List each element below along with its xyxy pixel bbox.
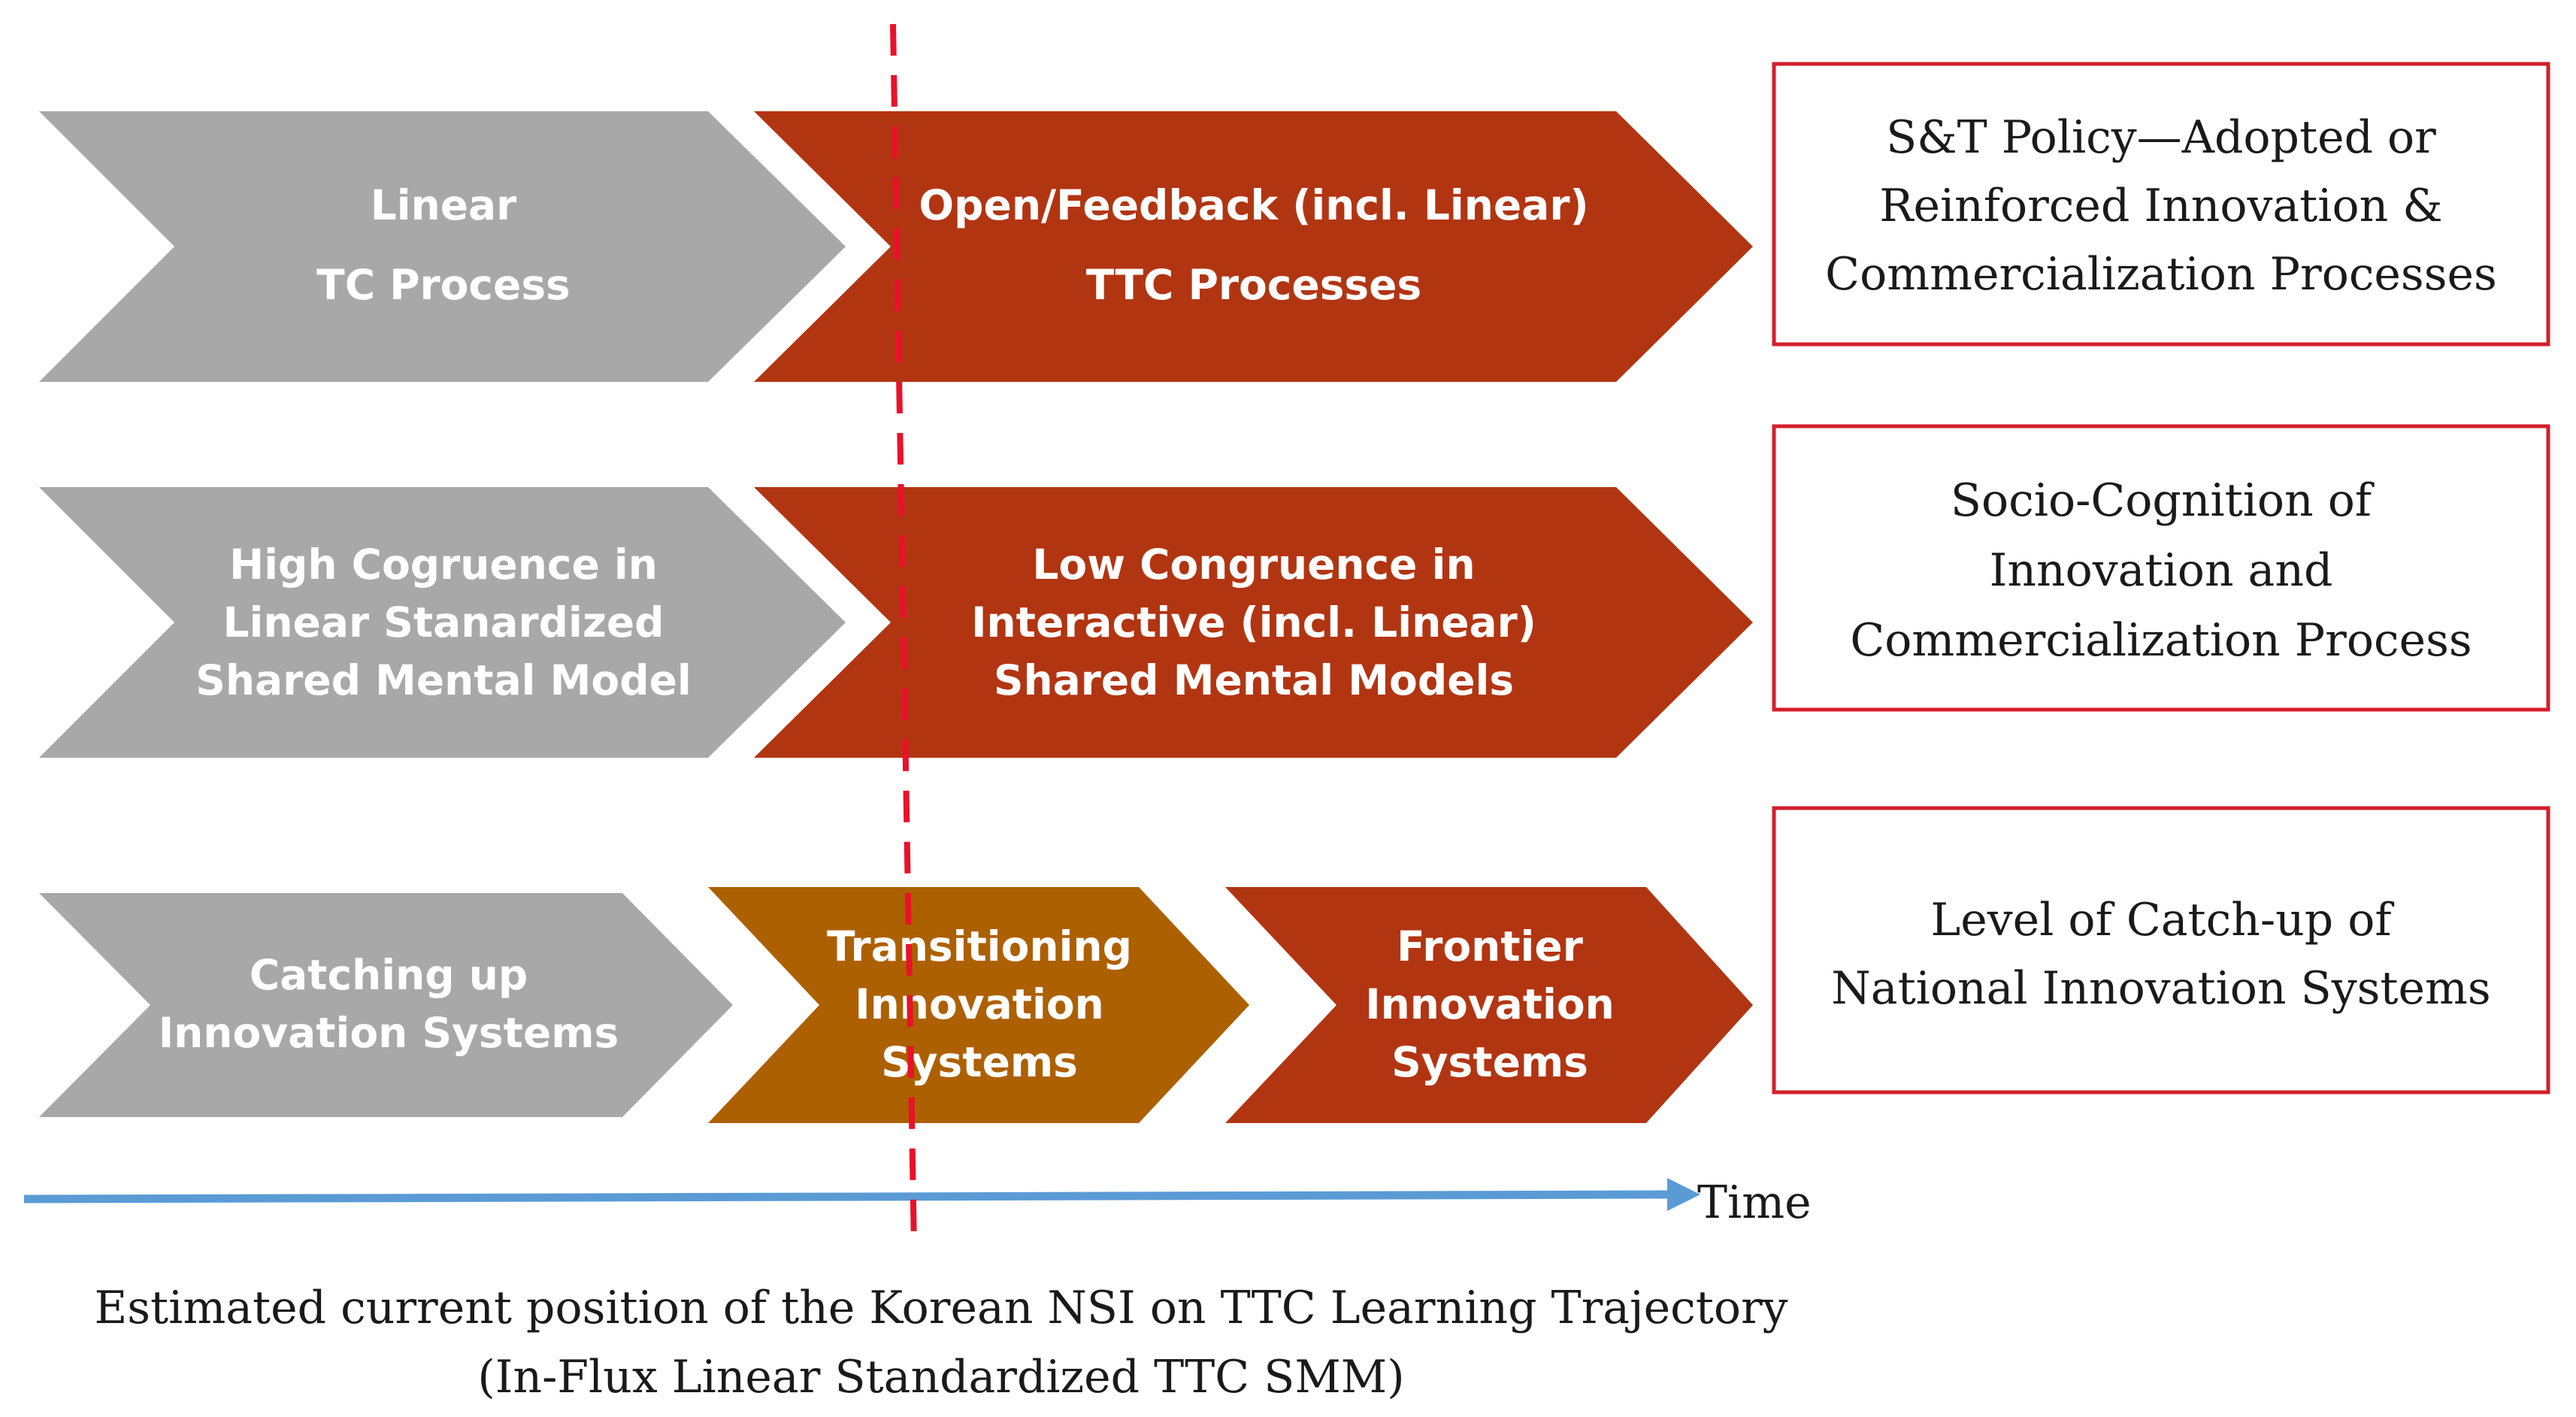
chevron-low-congruence-line2: Interactive (incl. Linear) [971, 598, 1536, 646]
box-st-policy [1772, 62, 2550, 347]
caption-line1: Estimated current position of the Korean… [94, 1282, 1787, 1334]
time-label: Time [1697, 1176, 1812, 1229]
box-socio-cognition [1772, 424, 2550, 712]
box-socio-cognition-line1: Socio-Cognition of [1951, 474, 2375, 527]
box-socio-cognition-line2: Innovation and [1990, 544, 2333, 597]
chevron-transitioning-line1: Transitioning [827, 922, 1132, 970]
caption-line2: (In-Flux Linear Standardized TTC SMM) [477, 1351, 1404, 1403]
box-st-policy-line1: S&T Policy—Adopted or [1886, 111, 2436, 164]
chevron-catching-up-line2: Innovation Systems [159, 1009, 619, 1057]
chevron-high-congruence-line3: Shared Mental Model [195, 656, 691, 704]
chevron-linear-tc-line2: TC Process [316, 261, 571, 309]
box-socio-cognition-line3: Commercialization Process [1850, 614, 2472, 667]
chevron-open-feedback-ttc-line2: TTC Processes [1086, 261, 1421, 309]
chevron-catching-up-line1: Catching up [250, 951, 528, 999]
chevron-frontier-line3: Systems [1391, 1038, 1588, 1086]
box-st-policy-line2: Reinforced Innovation & [1879, 180, 2442, 232]
chevron-transitioning-line2: Innovation [855, 980, 1104, 1028]
box-catch-up-level [1772, 806, 2550, 1095]
chevron-linear-tc [39, 111, 846, 382]
chevron-frontier-line1: Frontier [1397, 922, 1583, 970]
box-catch-up-level-line1: Level of Catch-up of [1930, 894, 2394, 946]
time-arrow-line [23, 1190, 1671, 1204]
chevron-transitioning [708, 887, 1249, 1123]
box-st-policy-line3: Commercialization Processes [1825, 248, 2497, 301]
chevron-low-congruence [754, 487, 1753, 758]
chevron-linear-tc-line1: Linear [371, 181, 517, 229]
chevron-high-congruence-line2: Linear Stanardized [222, 598, 664, 646]
chevron-high-congruence-line1: High Cogruence in [229, 540, 658, 589]
box-catch-up-level-line2: National Innovation Systems [1831, 962, 2490, 1015]
chevron-catching-up [39, 893, 733, 1117]
chevron-high-congruence [39, 487, 846, 758]
chevron-low-congruence-line1: Low Congruence in [1032, 540, 1475, 589]
chevron-frontier [1225, 887, 1753, 1123]
chevron-low-congruence-line3: Shared Mental Models [994, 656, 1514, 704]
time-arrow-head [1667, 1178, 1700, 1211]
chevron-open-feedback-ttc [754, 111, 1753, 382]
chevron-frontier-line2: Innovation [1365, 980, 1615, 1028]
chevron-open-feedback-ttc-line1: Open/Feedback (incl. Linear) [919, 181, 1588, 229]
